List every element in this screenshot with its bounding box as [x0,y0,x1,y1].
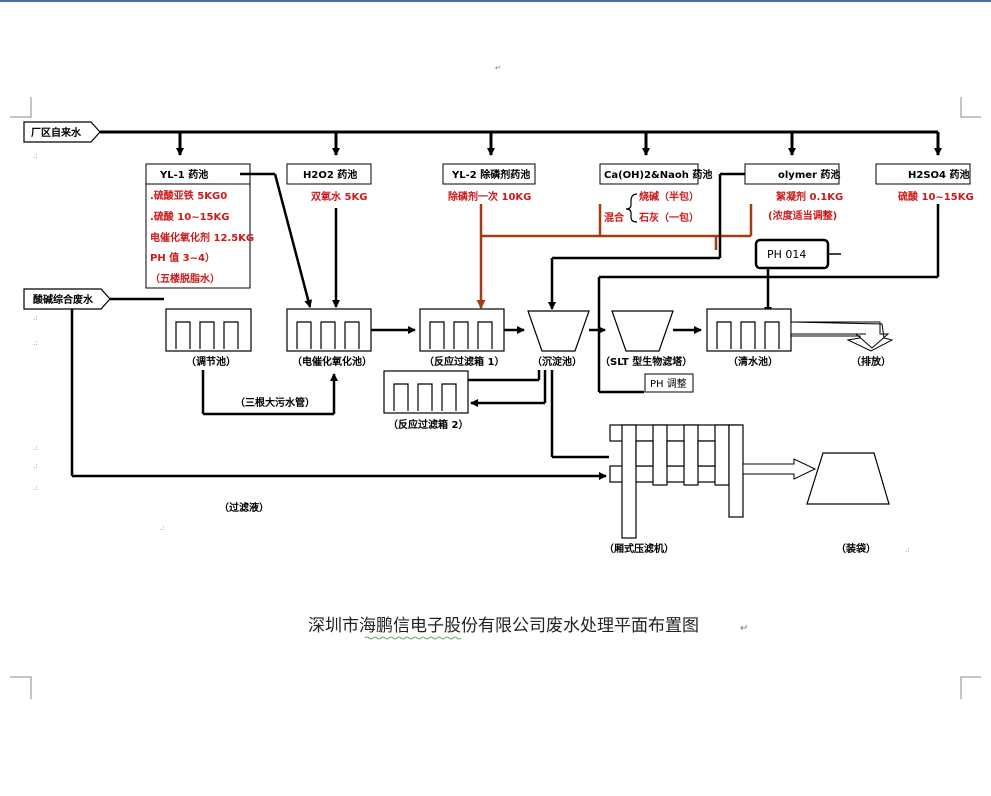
yl1-tank-label: YL-1 药池 [159,168,208,181]
svg-text:↵: ↵ [495,64,501,72]
caption-electro-catalytic: （电催化氧化池） [292,355,372,368]
yl1-line-1: .硫酸亚铁 5KG0 [150,189,227,202]
clear-water-pool [706,308,792,352]
flow-lines [70,172,940,480]
svg-text:.:: .: [33,152,38,160]
svg-text:.:: .: [33,314,38,322]
caption-clear-water: （清水池） [728,355,778,368]
caoh-mix-label: 混合 [604,211,625,224]
h2o2-tank-label: H2O2 药池 [303,168,357,181]
yl1-line-2: .硫酸 10~15KG [150,210,229,223]
reaction-filter-tank-2 [383,370,469,414]
caption-bagging: （装袋） [836,542,876,555]
page-corner-marks [10,97,981,699]
h2so4-dose: 硫酸 10~15KG [898,190,974,203]
waste-water-label: 酸碱综合废水 [33,293,94,306]
waste-water-inlet [23,288,111,310]
discharge-arrow-shadow [790,321,894,352]
caption-reaction-filter-2: （反应过滤箱 2） [388,418,468,431]
svg-text:.:: .: [33,484,38,492]
yl2-tank-label: YL-2 除磷剂药池 [451,168,530,181]
water-header-pipes [100,130,942,156]
polymer-tank-label: olymer 药池 [778,168,840,181]
slt-bio-filter-tower [611,310,674,352]
svg-text:.:: .: [33,444,38,452]
yl1-line-4: PH 值 3~4） [150,251,215,264]
polymer-dose-1: 絮凝剂 0.1KG [776,190,843,203]
paragraph-marks: ↵ .: .: .: .: .: .: .: .: [33,64,910,554]
electro-catalytic-pool [286,308,372,352]
ph-adjust-box [644,373,694,393]
bagging-hopper [806,452,890,505]
title-paragraph-mark: ↵ [740,623,748,634]
svg-text:.:: .: [33,462,38,470]
spellcheck-underline [364,636,462,640]
document-title: 深圳市海鹏信电子股份有限公司废水处理平面布置图 [308,616,699,636]
caoh-dose-2: 石灰（一包） [638,211,699,224]
discharge-arrow [790,321,890,349]
yl2-dose: 除磷剂一次 10KG [448,190,531,203]
yl1-recipe-box [145,183,251,289]
svg-text:.:: .: [33,339,38,347]
caption-reaction-filter-1: （反应过滤箱 1） [424,355,504,368]
h2so4-tank-label: H2SO4 药池 [908,168,969,181]
h2o2-tank [286,163,372,185]
caption-slt-tower: （SLT 型生物滤塔） [600,355,692,368]
caption-filtrate: （过滤液） [219,501,269,514]
yl2-tank [442,163,536,185]
caption-sedimentation: （沉淀池） [532,355,582,368]
yl1-line-3: 电催化氧化剂 12.5KG [150,231,254,244]
h2so4-tank [875,163,971,185]
ph-adjust-label: PH 调整 [650,377,687,390]
dosing-pipes [476,204,753,309]
yl1-line-5: （五楼脱脂水） [150,272,220,285]
sedimentation-tank [527,310,590,352]
factory-water-inlet [23,121,101,143]
bagging-arrow [742,458,817,480]
caption-discharge: （排放） [851,355,891,368]
caption-regulating-pool: （调节池） [186,355,236,368]
caoh-dose-1: 烧碱（半包） [639,190,699,203]
document-top-border [0,0,991,2]
caoh-tank-label: Ca(OH)2&Naoh 药池 [604,168,712,181]
caption-filter-press: （厢式压滤机） [604,542,674,555]
polymer-dose-2: (浓度适当调整) [768,209,837,222]
caoh-brace [625,193,638,223]
filter-press [609,424,744,539]
svg-text:.:: .: [160,524,165,532]
caption-sewage-pipes: （三根大污水管） [235,396,315,409]
ph-controller-label: PH 014 [767,248,806,261]
reaction-filter-tank-1 [419,308,505,352]
regulating-pool [165,308,252,352]
caoh-tank [599,163,699,185]
svg-text:.:: .: [905,546,910,554]
factory-water-label: 厂区自来水 [31,126,82,139]
h2o2-dose: 双氧水 5KG [311,190,367,203]
